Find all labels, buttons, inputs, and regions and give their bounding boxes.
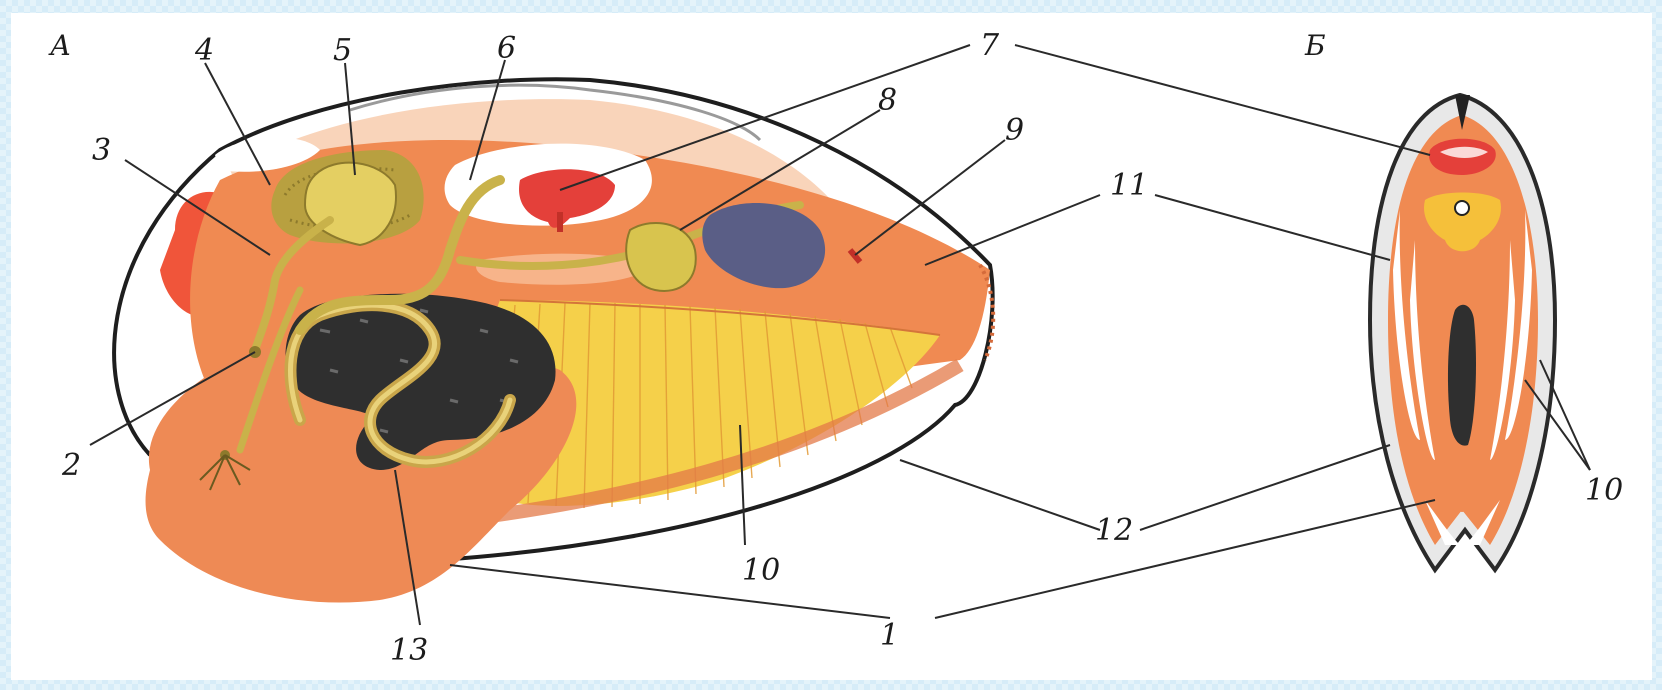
panel-label-a: А [48,29,71,62]
cross-intestine-dot [1455,201,1469,215]
label-7: 7 [980,28,1000,63]
panel-b-cross-section [1370,95,1555,570]
pericardial-gland-8 [626,223,696,291]
label-10-b: 10 [1585,473,1623,508]
label-10-a: 10 [742,553,780,588]
label-6: 6 [497,31,516,66]
label-9: 9 [1005,113,1024,148]
label-5: 5 [333,33,352,68]
label-3: 3 [92,133,111,168]
panel-a-lateral-view [114,79,993,602]
label-1: 1 [880,618,899,653]
diagram-canvas: А Б 1 2 3 4 5 6 7 8 9 10 10 11 12 13 [11,13,1652,680]
label-12: 12 [1095,513,1133,548]
label-8: 8 [878,83,897,118]
mussel-anatomy-diagram: А Б 1 2 3 4 5 6 7 8 9 10 10 11 12 13 [11,13,1652,680]
label-2: 2 [61,448,81,483]
label-13: 13 [390,633,428,668]
label-4: 4 [194,33,214,68]
panel-label-b: Б [1304,29,1326,62]
cross-digestive-column [1448,305,1476,446]
label-11: 11 [1110,168,1148,203]
